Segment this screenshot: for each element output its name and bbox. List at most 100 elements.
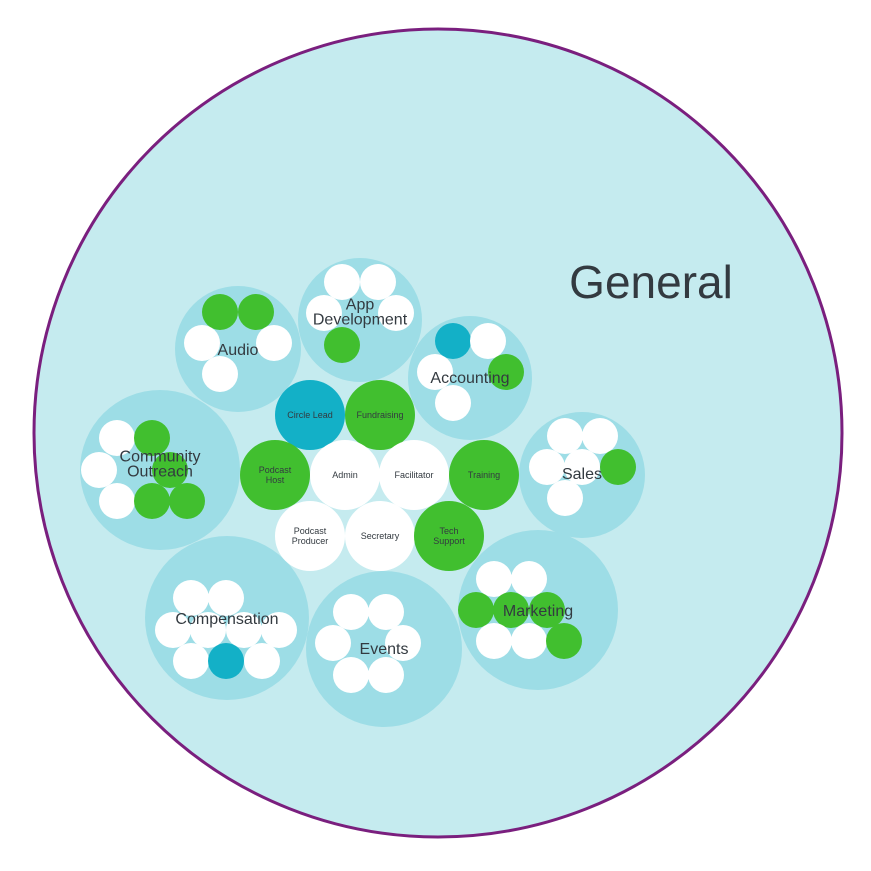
compensation-circle-label: Compensation <box>175 611 278 628</box>
accounting-role-3[interactable] <box>417 354 453 390</box>
accounting-role-4[interactable] <box>488 354 524 390</box>
marketing-circle-label: Marketing <box>503 603 573 620</box>
sales-role-4[interactable] <box>564 449 600 485</box>
role-facilitator[interactable]: Facilitator <box>379 440 449 510</box>
app-development-role-5[interactable] <box>324 327 360 363</box>
role-facilitator-label: Facilitator <box>394 470 433 480</box>
sales-role-5[interactable] <box>600 449 636 485</box>
role-training[interactable]: Training <box>449 440 519 510</box>
community-outreach-role-2[interactable] <box>134 420 170 456</box>
community-outreach-role-5[interactable] <box>99 483 135 519</box>
role-circle-lead[interactable]: Circle Lead <box>275 380 345 450</box>
marketing-role-1[interactable] <box>476 561 512 597</box>
events-role-2[interactable] <box>368 594 404 630</box>
sales-role-2[interactable] <box>582 418 618 454</box>
events-role-1[interactable] <box>333 594 369 630</box>
audio-role-1[interactable] <box>202 294 238 330</box>
community-outreach-role-3[interactable] <box>81 452 117 488</box>
role-secretary-label: Secretary <box>361 531 400 541</box>
marketing-circle-group: Marketing <box>458 530 618 690</box>
compensation-role-2[interactable] <box>208 580 244 616</box>
community-outreach-circle-label: Outreach <box>127 464 193 481</box>
role-podcast-host-label: Host <box>266 475 285 485</box>
role-training-label: Training <box>468 470 500 480</box>
role-fundraising[interactable]: Fundraising <box>345 380 415 450</box>
marketing-role-6[interactable] <box>476 623 512 659</box>
compensation-role-7[interactable] <box>173 643 209 679</box>
role-podcast-producer-label: Podcast <box>294 526 327 536</box>
role-podcast-host-circle[interactable] <box>240 440 310 510</box>
accounting-role-5[interactable] <box>435 385 471 421</box>
sales-role-3[interactable] <box>529 449 565 485</box>
events-role-3[interactable] <box>315 625 351 661</box>
marketing-role-8[interactable] <box>546 623 582 659</box>
audio-role-2[interactable] <box>238 294 274 330</box>
role-admin[interactable]: Admin <box>310 440 380 510</box>
accounting-role-2[interactable] <box>470 323 506 359</box>
sales-role-6[interactable] <box>547 480 583 516</box>
audio-circle-label: Audio <box>218 342 259 359</box>
app-development-role-4[interactable] <box>378 295 414 331</box>
community-outreach-role-7[interactable] <box>169 483 205 519</box>
audio-circle-group: Audio <box>175 286 301 412</box>
marketing-role-3[interactable] <box>458 592 494 628</box>
compensation-role-1[interactable] <box>173 580 209 616</box>
role-fundraising-label: Fundraising <box>356 410 403 420</box>
app-development-circle-label: Development <box>313 312 408 329</box>
sales-circle-group: Sales <box>519 412 645 538</box>
role-podcast-producer-circle[interactable] <box>275 501 345 571</box>
sales-role-1[interactable] <box>547 418 583 454</box>
accounting-circle-group: Accounting <box>408 316 532 440</box>
role-fundraising-circle[interactable] <box>345 380 415 450</box>
compensation-role-3[interactable] <box>155 612 191 648</box>
role-training-circle[interactable] <box>449 440 519 510</box>
role-tech-support-label: Support <box>433 536 465 546</box>
compensation-circle-group: Compensation <box>145 536 309 700</box>
events-role-5[interactable] <box>333 657 369 693</box>
role-podcast-producer-label: Producer <box>292 536 329 546</box>
role-circle-lead-circle[interactable] <box>275 380 345 450</box>
audio-role-3[interactable] <box>184 325 220 361</box>
role-secretary-circle[interactable] <box>345 501 415 571</box>
role-tech-support-circle[interactable] <box>414 501 484 571</box>
events-role-6[interactable] <box>368 657 404 693</box>
role-tech-support-label: Tech <box>439 526 458 536</box>
community-outreach-role-4[interactable] <box>152 452 188 488</box>
role-admin-label: Admin <box>332 470 358 480</box>
sales-circle-label: Sales <box>562 466 602 483</box>
community-outreach-role-6[interactable] <box>134 483 170 519</box>
compensation-role-4[interactable] <box>190 612 226 648</box>
events-circle-label: Events <box>360 641 409 658</box>
role-circle-lead-label: Circle Lead <box>287 410 333 420</box>
role-podcast-host-label: Podcast <box>259 465 292 475</box>
app-development-role-3[interactable] <box>306 295 342 331</box>
accounting-role-1[interactable] <box>435 323 471 359</box>
role-secretary[interactable]: Secretary <box>345 501 415 571</box>
compensation-role-5[interactable] <box>226 612 262 648</box>
compensation-role-6[interactable] <box>261 612 297 648</box>
community-outreach-role-1[interactable] <box>99 420 135 456</box>
app-development-role-2[interactable] <box>360 264 396 300</box>
audio-role-4[interactable] <box>256 325 292 361</box>
role-admin-circle[interactable] <box>310 440 380 510</box>
compensation-role-9[interactable] <box>244 643 280 679</box>
app-development-circle-label: App <box>346 297 375 314</box>
marketing-role-7[interactable] <box>511 623 547 659</box>
marketing-role-2[interactable] <box>511 561 547 597</box>
role-facilitator-circle[interactable] <box>379 440 449 510</box>
marketing-role-4[interactable] <box>493 592 529 628</box>
app-development-role-1[interactable] <box>324 264 360 300</box>
general-circle-label: General <box>569 256 733 308</box>
community-outreach-circle-label: Community <box>120 449 201 466</box>
compensation-role-8[interactable] <box>208 643 244 679</box>
events-circle-group: Events <box>306 571 462 727</box>
events-role-4[interactable] <box>385 625 421 661</box>
audio-role-5[interactable] <box>202 356 238 392</box>
marketing-role-5[interactable] <box>529 592 565 628</box>
